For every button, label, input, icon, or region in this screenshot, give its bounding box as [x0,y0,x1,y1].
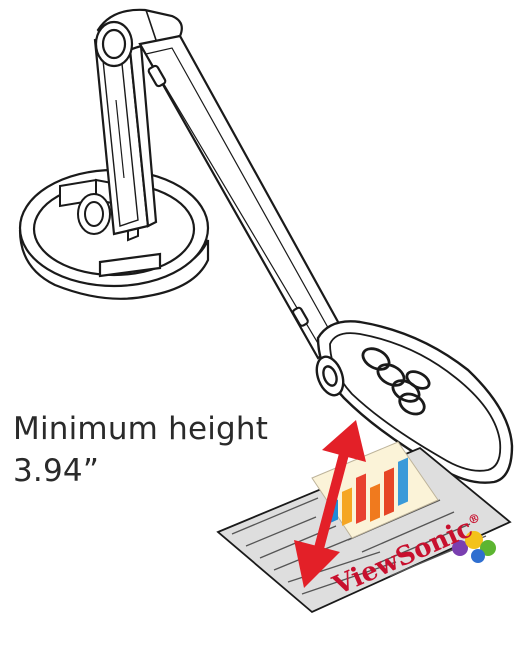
text-line [375,523,471,565]
bird-shape [480,540,496,556]
document-bar [356,473,366,524]
bird-shape [465,531,483,549]
document-bar [398,457,408,506]
document-bar [384,467,394,516]
viewsonic-birds-icon [452,531,496,563]
head-button-4-icon [405,370,431,390]
elbow-joint [94,8,183,68]
text-line [361,511,455,553]
caption-line-2: 3.94” [13,453,100,489]
head-button-5-icon [398,392,426,416]
bird-shape [452,540,468,556]
text-line [245,516,317,547]
minimum-height-label: Minimum height 3.94” [13,408,268,492]
caption-line-1: Minimum height [13,411,269,447]
document-bar [342,487,352,526]
double-headed-arrow-icon [294,420,366,588]
bird-shape [471,549,485,563]
document-bar [370,483,380,522]
document-text-lines [231,497,487,595]
text-line [301,561,397,595]
head-control-buttons [361,347,431,416]
text-line [231,497,319,535]
